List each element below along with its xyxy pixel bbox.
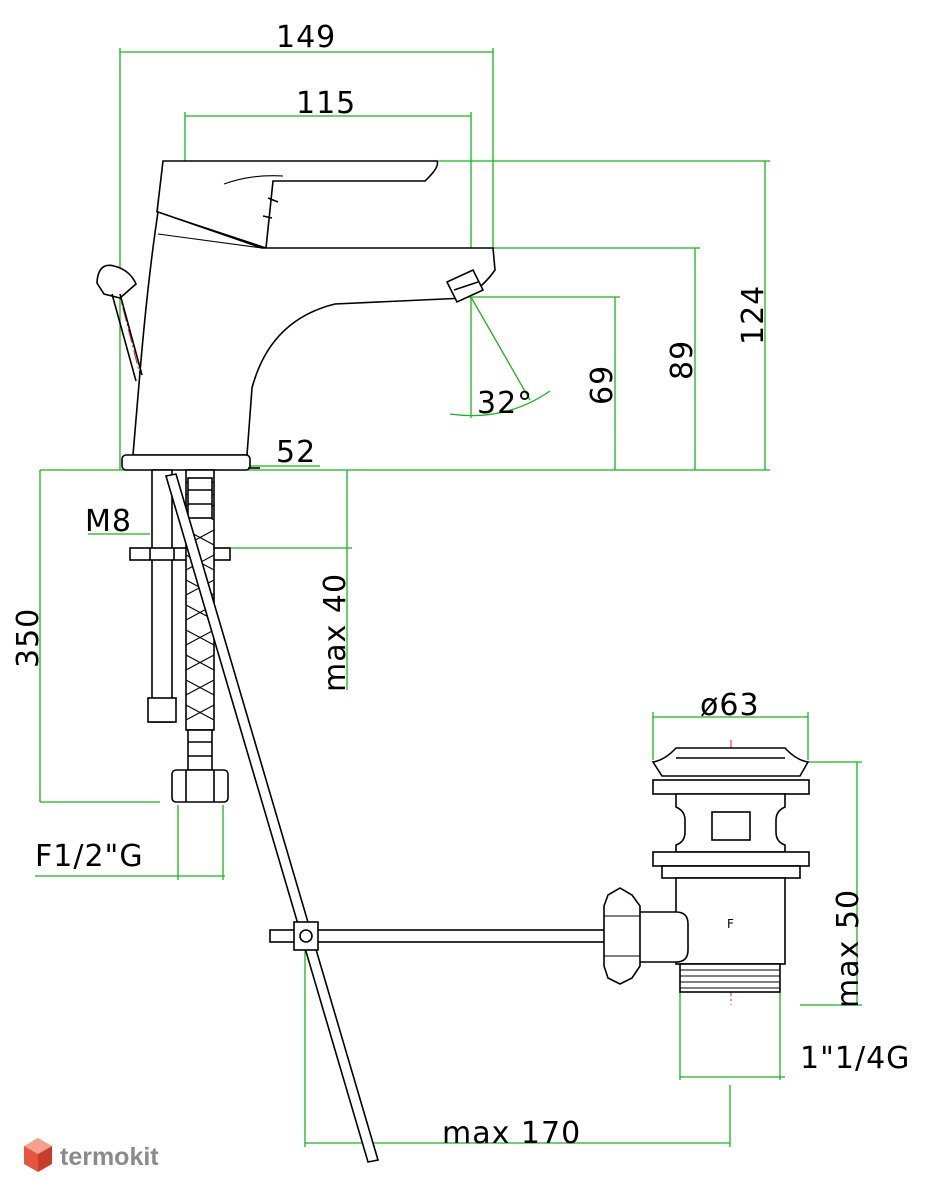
undercounter-hardware [129,469,231,803]
dim-115: 115 [296,86,356,121]
dim-350: 350 [11,608,46,668]
dim-max-170: max 170 [442,1116,581,1151]
popup-knob [96,264,137,299]
linkage-nut [603,887,641,985]
mounting-rod [151,469,173,723]
dim-f-1-2-g: F1/2"G [35,839,144,874]
waste-valve: F [603,747,810,993]
faucet-base [121,454,251,471]
popup-horizontal-rod [269,929,611,943]
dim-124: 124 [736,285,771,345]
dim-1-1-4-g: 1"1/4G [800,1041,910,1076]
brand-name: termokit [60,1143,159,1171]
dim-89: 89 [665,340,700,380]
waste-mark: F [727,917,734,931]
termokit-logo: termokit [24,1138,159,1172]
waste-body [675,877,786,965]
popup-linkage [164,473,611,1163]
dim-diameter-63: ø63 [700,688,760,723]
rod-clamp [293,921,319,951]
dimension-labels: 149 115 124 89 69 32° 52 M8 350 max 40 F… [11,20,910,1151]
dimension-lines [35,48,862,1147]
dim-52: 52 [276,435,316,470]
faucet [96,160,496,471]
dim-149: 149 [276,20,336,55]
waste-cap [651,747,810,777]
dim-69: 69 [585,365,620,405]
hose-nut [171,769,229,803]
dim-m8: M8 [85,504,132,539]
dim-32-degrees: 32° [477,386,533,421]
faucet-body [132,210,496,456]
mounting-bracket [129,547,231,561]
dim-max-40: max 40 [318,573,353,692]
dim-max-50: max 50 [831,889,866,1008]
